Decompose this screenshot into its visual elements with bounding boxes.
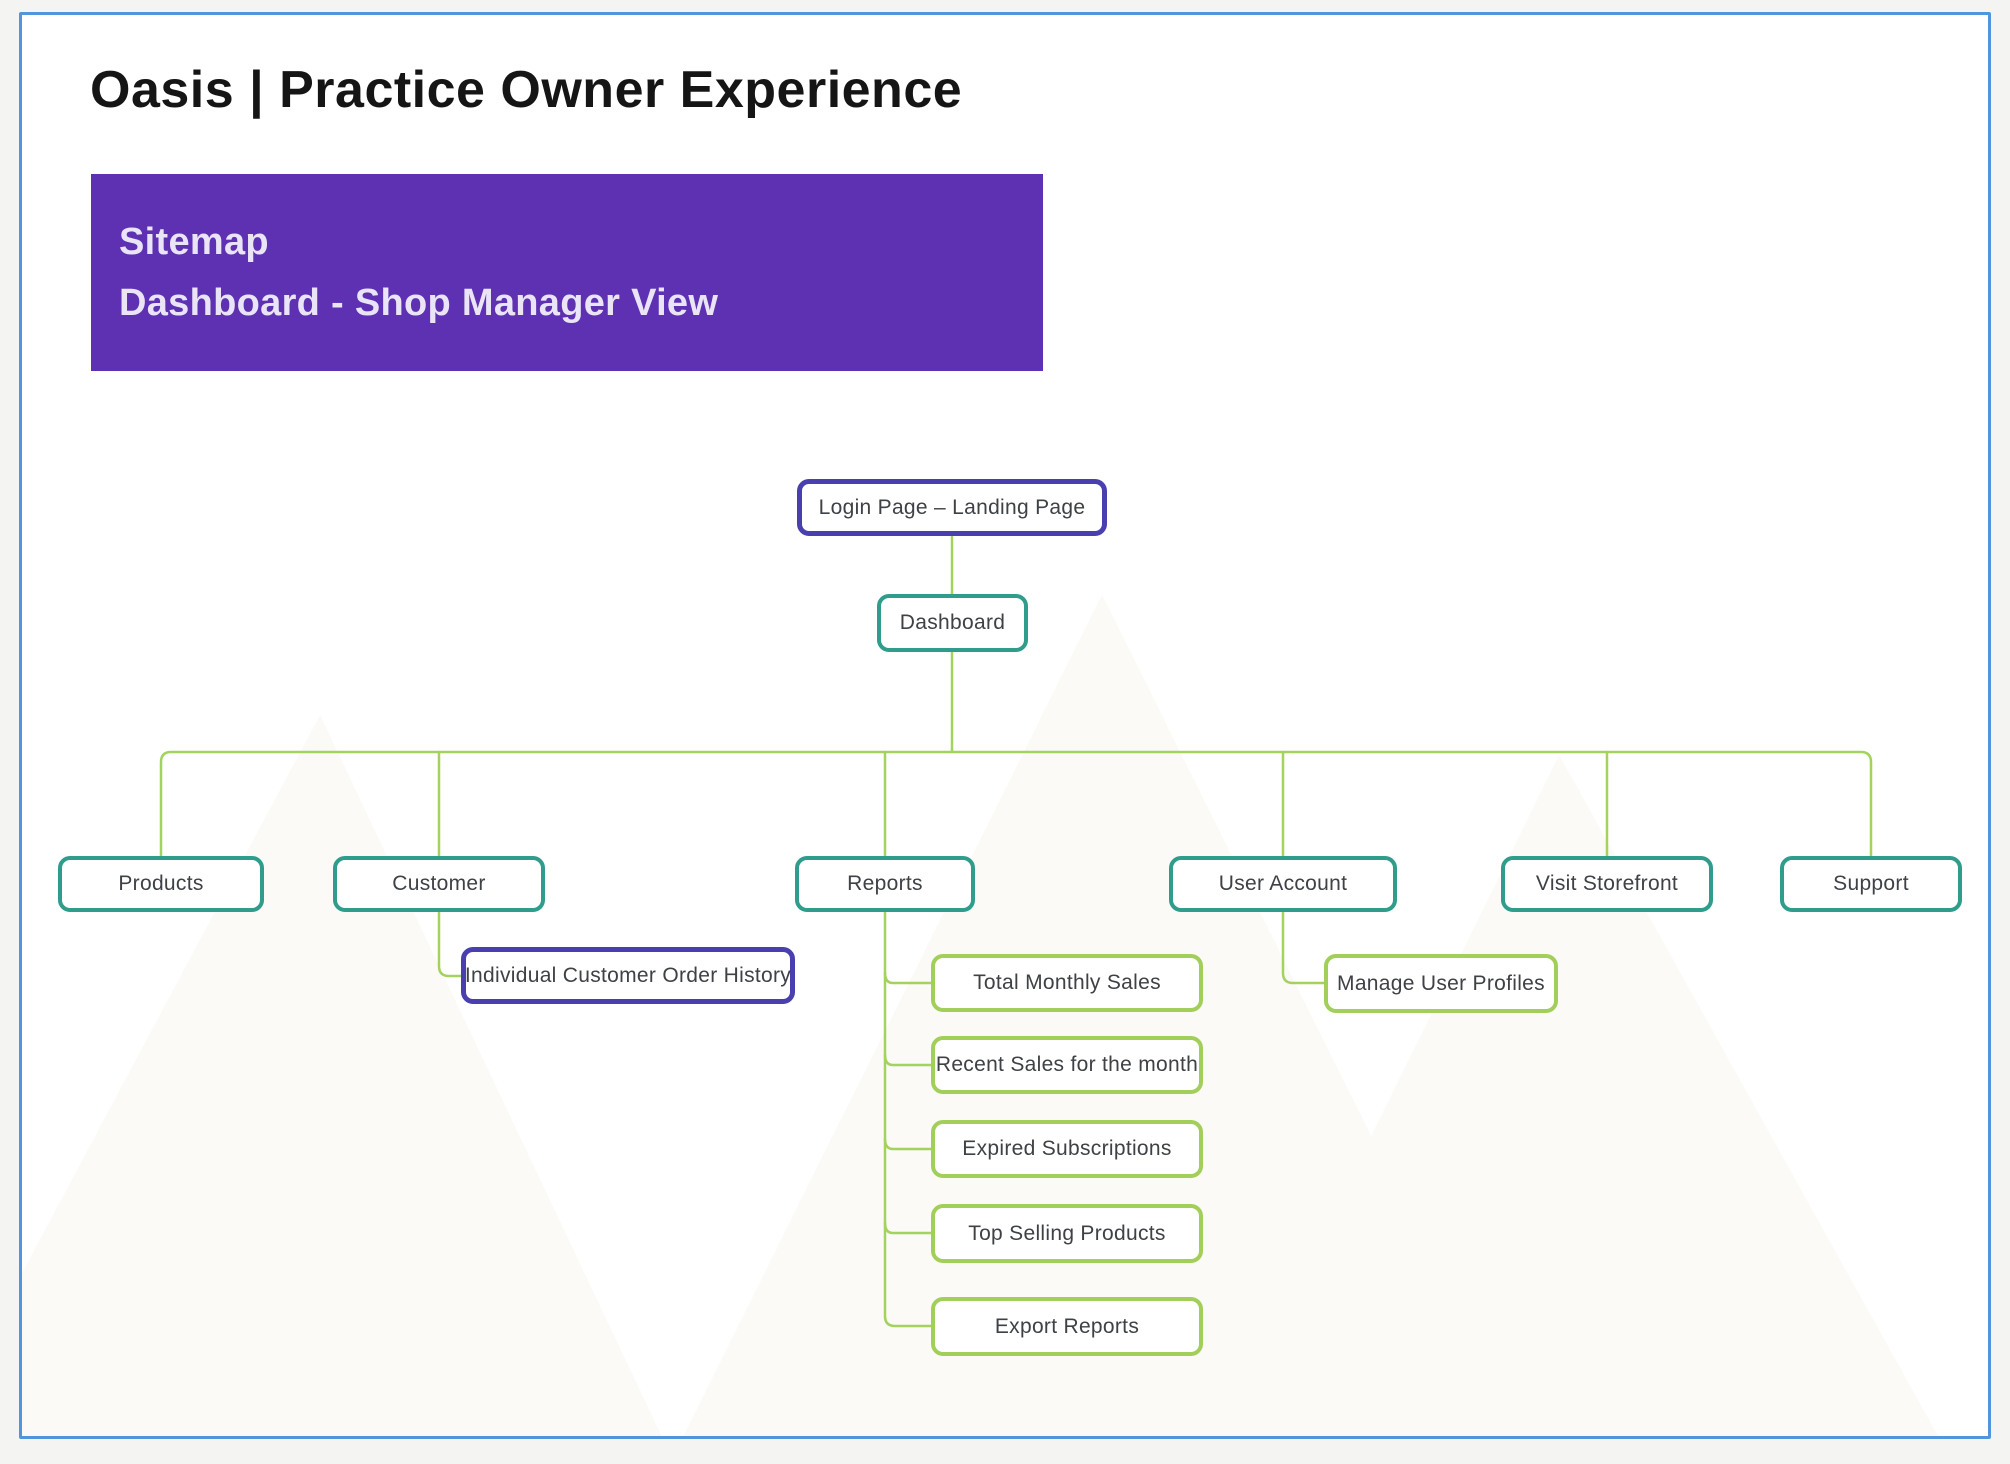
node-support[interactable]: Support (1780, 856, 1962, 912)
page-title: Oasis | Practice Owner Experience (90, 61, 963, 119)
watermark-triangle (22, 715, 682, 1436)
banner: Sitemap Dashboard - Shop Manager View (91, 174, 1043, 371)
banner-line-sitemap: Sitemap (119, 220, 269, 263)
node-reports[interactable]: Reports (795, 856, 975, 912)
node-products[interactable]: Products (58, 856, 264, 912)
node-customer[interactable]: Customer (333, 856, 545, 912)
node-top-selling-products[interactable]: Top Selling Products (931, 1204, 1203, 1263)
node-individual-customer-order-history[interactable]: Individual Customer Order History (461, 947, 795, 1004)
node-expired-subscriptions[interactable]: Expired Subscriptions (931, 1120, 1203, 1178)
node-visit-storefront[interactable]: Visit Storefront (1501, 856, 1713, 912)
node-login-page[interactable]: Login Page – Landing Page (797, 479, 1107, 536)
node-total-monthly-sales[interactable]: Total Monthly Sales (931, 954, 1203, 1012)
banner-line-view: Dashboard - Shop Manager View (119, 281, 719, 324)
node-dashboard[interactable]: Dashboard (877, 594, 1028, 652)
node-user-account[interactable]: User Account (1169, 856, 1397, 912)
node-export-reports[interactable]: Export Reports (931, 1297, 1203, 1356)
node-manage-user-profiles[interactable]: Manage User Profiles (1324, 954, 1558, 1013)
node-recent-sales-for-the-month[interactable]: Recent Sales for the month (931, 1036, 1203, 1094)
